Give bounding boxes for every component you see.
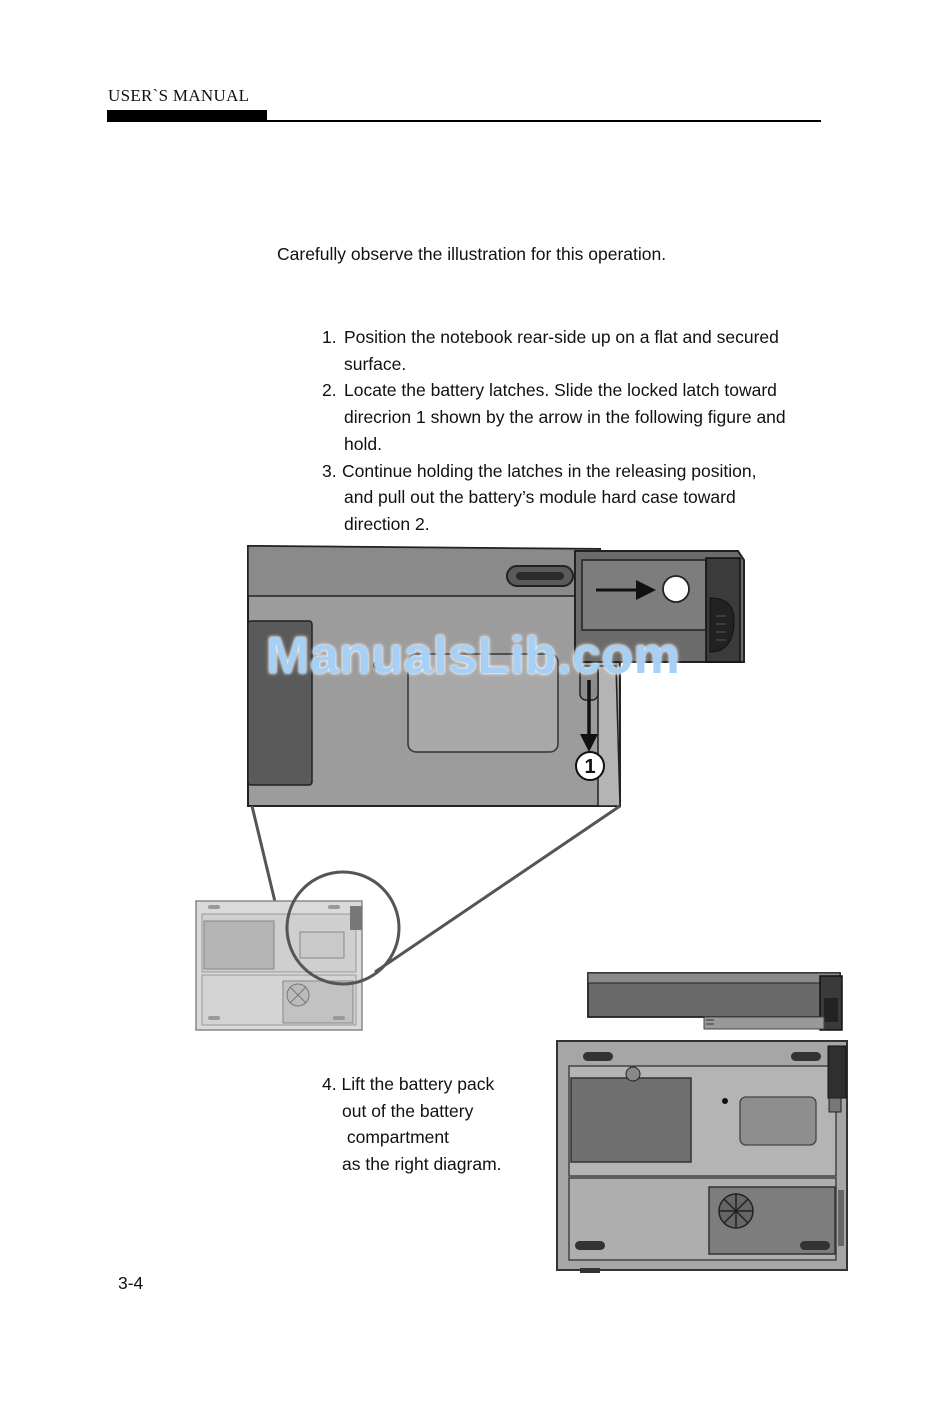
step-3: 3. Continue holding the latches in the r… <box>322 458 832 538</box>
direction-1-label: 1 <box>584 756 595 778</box>
page-number: 3-4 <box>118 1273 144 1293</box>
steps-list: 1. Position the notebook rear-side up on… <box>322 324 832 538</box>
step-number: 2. <box>322 380 337 401</box>
step-number: 1. <box>322 327 337 347</box>
step-line: surface. <box>344 353 407 374</box>
step-line: direction 2. <box>344 513 430 534</box>
step-line: out of the battery <box>342 1100 474 1121</box>
header-rule-thick <box>107 110 267 122</box>
zoom-circle <box>285 870 401 986</box>
header-rule-thin <box>107 120 821 122</box>
step-line: Position the notebook rear-side up on a … <box>344 327 779 347</box>
watermark: ManualsLib.com <box>266 627 681 685</box>
step-line: compartment <box>342 1127 449 1148</box>
step-line: Locate the battery latches. Slide the lo… <box>344 380 777 401</box>
direction-1-callout <box>575 751 605 781</box>
notebook-overview <box>195 870 401 1031</box>
step-line: direcrion 1 shown by the arrow in the fo… <box>344 407 786 428</box>
notebook-bottom-view <box>556 1040 848 1273</box>
step-1: 1. Position the notebook rear-side up on… <box>322 324 832 377</box>
step-line: and pull out the battery’s module hard c… <box>344 487 736 508</box>
step-line: 4. Lift the battery pack <box>322 1074 495 1094</box>
step-line: Continue holding the latches in the rele… <box>342 460 757 481</box>
direction-2-callout <box>662 575 690 603</box>
step-line: hold. <box>344 433 382 454</box>
step-4: 4. Lift the battery pack out of the batt… <box>322 1071 532 1178</box>
latch-detail-zoom: 1 <box>247 544 745 807</box>
intro-text: Carefully observe the illustration for t… <box>277 244 667 264</box>
running-header: USER`S MANUAL <box>108 86 250 105</box>
step-line: as the right diagram. <box>342 1154 502 1175</box>
step-number: 4. <box>322 1074 337 1094</box>
battery-latch <box>579 665 599 752</box>
step-number: 3. <box>322 460 337 481</box>
removed-battery-pack <box>587 972 843 1031</box>
step-2: 2. Locate the battery latches. Slide the… <box>322 377 832 457</box>
